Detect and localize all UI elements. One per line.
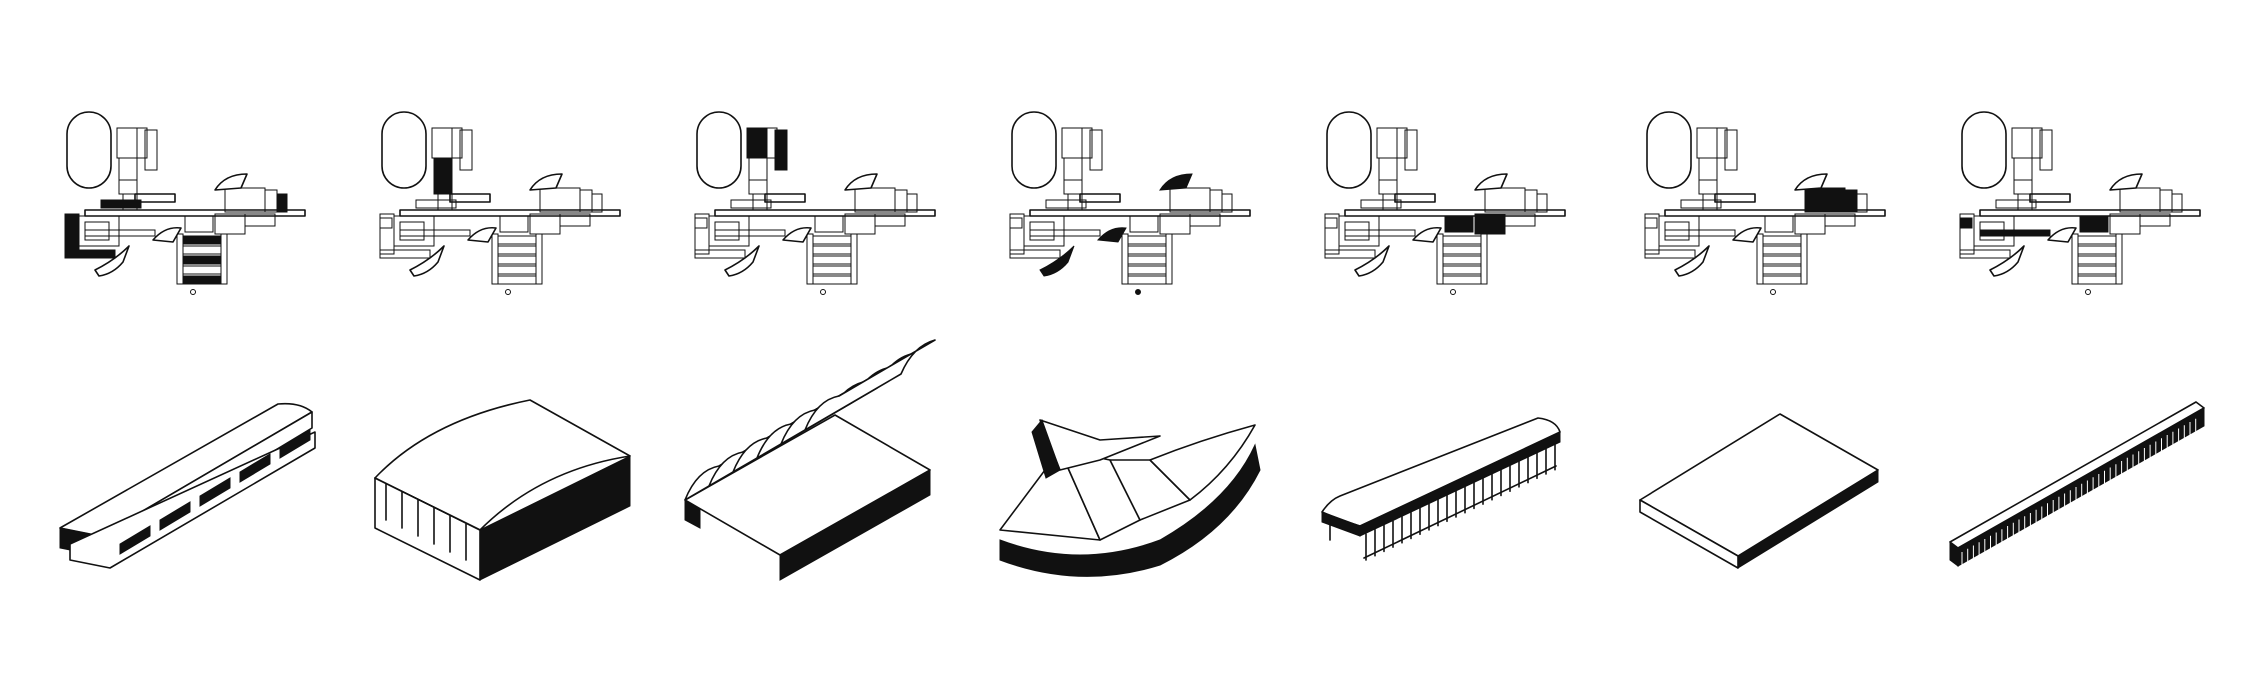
oval-building-outline xyxy=(1961,111,2007,189)
building-axo-2-wide-barrel-vault-hall xyxy=(374,399,631,581)
oval-building-outline xyxy=(381,111,427,189)
site-plan-1 xyxy=(64,111,306,295)
oval-building-outline xyxy=(66,111,112,189)
building-axo-1-long-barrel-vault-hall xyxy=(59,402,316,569)
site-plan-6 xyxy=(1644,111,1886,295)
oval-building-outline xyxy=(1326,111,1372,189)
oval-building-outline xyxy=(1646,111,1692,189)
building-axo-4-curved-fan-pavilion xyxy=(999,419,1261,577)
building-axonometric-row xyxy=(59,339,2205,581)
building-axo-7-narrow-colonnade xyxy=(1949,401,2205,567)
oval-building-outline xyxy=(1011,111,1057,189)
site-plan-3 xyxy=(694,111,936,295)
site-plan-2 xyxy=(379,111,621,295)
building-axo-3-sawtooth-roof-hall xyxy=(684,339,936,581)
site-plan-row xyxy=(64,111,2201,295)
oval-building-outline xyxy=(696,111,742,189)
site-plan-5 xyxy=(1324,111,1566,295)
building-axo-6-flat-roof-box xyxy=(1639,413,1879,569)
building-axo-5-colonnaded-vault-hall xyxy=(1321,417,1561,561)
site-plan-7 xyxy=(1959,111,2201,295)
site-plan-4 xyxy=(1009,111,1251,295)
